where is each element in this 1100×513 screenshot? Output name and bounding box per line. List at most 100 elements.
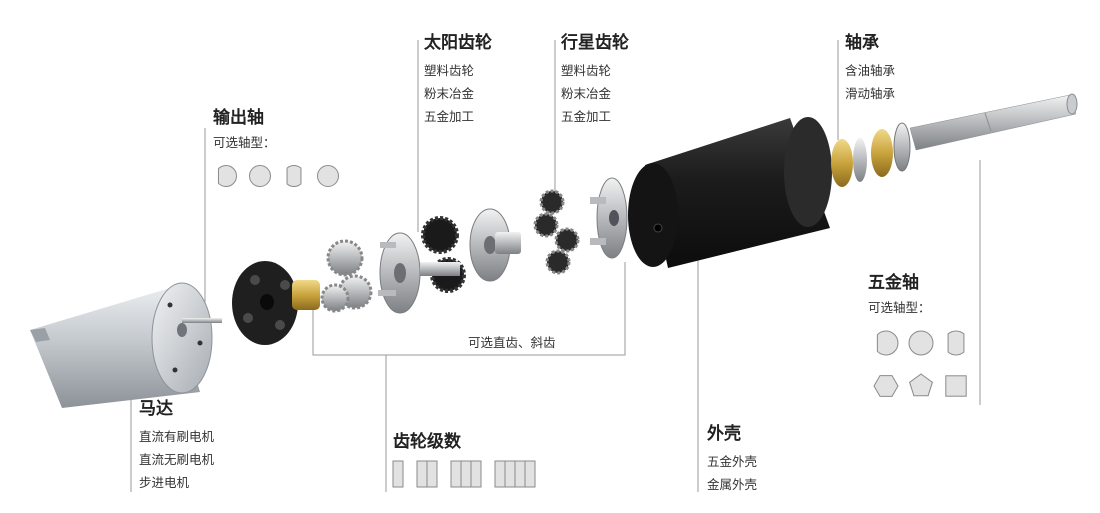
stage-cell-icon bbox=[494, 460, 506, 488]
label-gear-stages: 齿轮级数 bbox=[393, 432, 461, 458]
plate-hole bbox=[280, 280, 290, 290]
plate-hole bbox=[243, 313, 253, 323]
hardware-shaft-type-icons bbox=[873, 330, 967, 397]
plate-hole bbox=[275, 320, 285, 330]
planet-gear bbox=[554, 227, 580, 253]
steel-washer bbox=[853, 138, 867, 182]
sun-gear-title: 太阳齿轮 bbox=[424, 33, 492, 53]
sun-gear-illustration bbox=[320, 239, 373, 313]
output-carrier-hub bbox=[609, 210, 619, 226]
housing-title: 外壳 bbox=[707, 424, 741, 444]
planet-gear-title: 行星齿轮 bbox=[561, 33, 629, 53]
steel-washer bbox=[893, 122, 911, 172]
planet-gear-illustration bbox=[533, 189, 580, 275]
bearing-item: 含油轴承 bbox=[845, 63, 896, 78]
bearing-item: 滑动轴承 bbox=[845, 86, 896, 101]
motor-hole bbox=[167, 302, 173, 308]
black-gear-cluster-illustration bbox=[420, 216, 466, 293]
motor-item: 直流无刷电机 bbox=[139, 452, 215, 467]
stage-cell-icon bbox=[504, 460, 516, 488]
brass-pinion-illustration bbox=[292, 280, 320, 310]
carrier-pin bbox=[590, 197, 606, 204]
round-icon bbox=[908, 330, 934, 356]
shaft-end bbox=[1066, 93, 1078, 115]
double-flat-icon bbox=[947, 330, 965, 356]
gear-stage-4-icon bbox=[494, 460, 536, 488]
output-shaft-title: 输出轴 bbox=[213, 108, 264, 128]
round-icon bbox=[317, 165, 339, 187]
motor-boss bbox=[177, 323, 187, 337]
gear-stage-1-icon bbox=[392, 460, 404, 488]
bearing-illustration bbox=[831, 122, 911, 187]
planet-gear-item: 粉末冶金 bbox=[561, 86, 612, 101]
gear-stages-title: 齿轮级数 bbox=[393, 432, 461, 452]
silver-gear bbox=[320, 283, 350, 313]
sun-gear-item: 粉末冶金 bbox=[424, 86, 475, 101]
planet-gear-item: 五金加工 bbox=[561, 109, 612, 124]
planet-gear bbox=[539, 189, 565, 215]
stage-cell-icon bbox=[524, 460, 536, 488]
label-output-shaft: 输出轴 可选轴型： bbox=[213, 108, 276, 152]
motor-illustration bbox=[30, 282, 222, 408]
stage-cell-icon bbox=[460, 460, 472, 488]
motor-shaft bbox=[182, 318, 222, 323]
motor-hole bbox=[197, 340, 203, 346]
carrier-disk-illustration-2 bbox=[469, 208, 521, 282]
hardware-shaft-subtitle: 可选轴型： bbox=[868, 300, 931, 315]
carrier-pin bbox=[380, 242, 396, 248]
carrier-pin bbox=[378, 290, 396, 296]
plate-hole bbox=[260, 294, 274, 310]
motor-item: 直流有刷电机 bbox=[139, 429, 215, 444]
planet-gear bbox=[533, 212, 559, 238]
label-bearing: 轴承 含油轴承 滑动轴承 bbox=[845, 33, 895, 105]
housing-item: 金属外壳 bbox=[707, 477, 758, 492]
label-motor: 马达 直流有刷电机 直流无刷电机 步进电机 bbox=[139, 399, 214, 494]
square-icon bbox=[945, 375, 967, 397]
label-sun-gear: 太阳齿轮 塑料齿轮 粉末冶金 五金加工 bbox=[424, 33, 492, 128]
planet-gear-item: 塑料齿轮 bbox=[561, 63, 612, 78]
silver-gear bbox=[326, 239, 364, 277]
gear-stage-icons bbox=[392, 460, 536, 488]
hexagon-icon bbox=[873, 375, 899, 397]
leader-lines bbox=[130, 40, 981, 492]
round-icon bbox=[249, 165, 271, 187]
carrier-hub bbox=[394, 263, 406, 283]
planet-gear bbox=[545, 249, 571, 275]
stage-cell-icon bbox=[470, 460, 482, 488]
d-cut-icon bbox=[217, 165, 237, 187]
housing-left-face bbox=[628, 163, 678, 267]
output-carrier-illustration bbox=[590, 177, 628, 259]
output-shaft-illustration bbox=[909, 93, 1078, 151]
housing-hole bbox=[653, 223, 663, 233]
pentagon-icon bbox=[909, 373, 933, 397]
gear-shaft bbox=[420, 262, 460, 276]
label-planet-gear: 行星齿轮 塑料齿轮 粉末冶金 五金加工 bbox=[561, 33, 629, 128]
stage-cell-icon bbox=[514, 460, 526, 488]
motor-end-face bbox=[151, 282, 213, 394]
shaft-groove bbox=[984, 112, 992, 132]
housing-item: 五金外壳 bbox=[707, 454, 758, 469]
leader-helical-bracket bbox=[312, 262, 626, 356]
stage-cell-icon bbox=[450, 460, 462, 488]
label-housing: 外壳 五金外壳 金属外壳 bbox=[707, 424, 757, 496]
housing-illustration bbox=[628, 117, 832, 268]
stage-cell-icon bbox=[416, 460, 428, 488]
motor-title: 马达 bbox=[139, 399, 173, 419]
stage-cell-icon bbox=[426, 460, 438, 488]
bearing-title: 轴承 bbox=[845, 33, 879, 53]
brass-bearing bbox=[831, 139, 853, 187]
gear-stage-2-icon bbox=[416, 460, 438, 488]
carrier-disk-illustration bbox=[378, 232, 421, 314]
gear-shaft bbox=[495, 232, 521, 254]
carrier-pin bbox=[590, 238, 606, 245]
motor-item: 步进电机 bbox=[139, 475, 190, 490]
housing-right-face bbox=[784, 117, 832, 227]
gear-stage-3-icon bbox=[450, 460, 482, 488]
sun-gear-item: 塑料齿轮 bbox=[424, 63, 475, 78]
d-cut-icon bbox=[876, 330, 899, 356]
label-hardware-shaft: 五金轴 可选轴型： bbox=[868, 273, 931, 317]
output-shaft-type-icons bbox=[217, 165, 339, 187]
mounting-plate-illustration bbox=[232, 261, 298, 345]
housing-body bbox=[645, 118, 830, 268]
